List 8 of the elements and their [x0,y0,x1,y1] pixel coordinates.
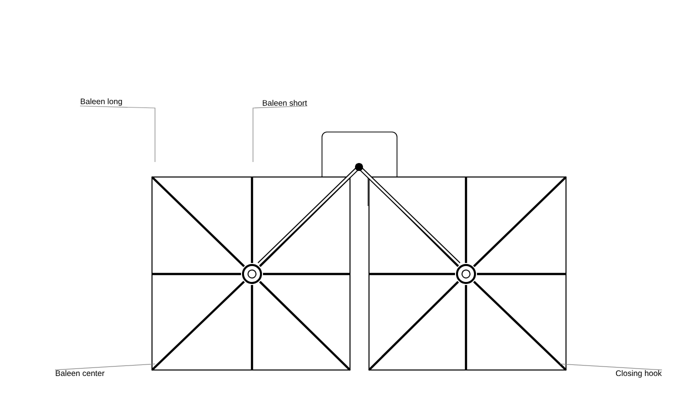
leader-line [560,364,662,370]
callout-label: Baleen center [56,370,104,376]
callout-label: Baleen long [80,98,122,106]
callout-label: Closing hook [616,370,662,378]
callout-label: Baleen short [262,100,308,106]
leader-line [80,106,156,162]
leader-line [252,106,308,162]
leader-line [54,364,156,370]
